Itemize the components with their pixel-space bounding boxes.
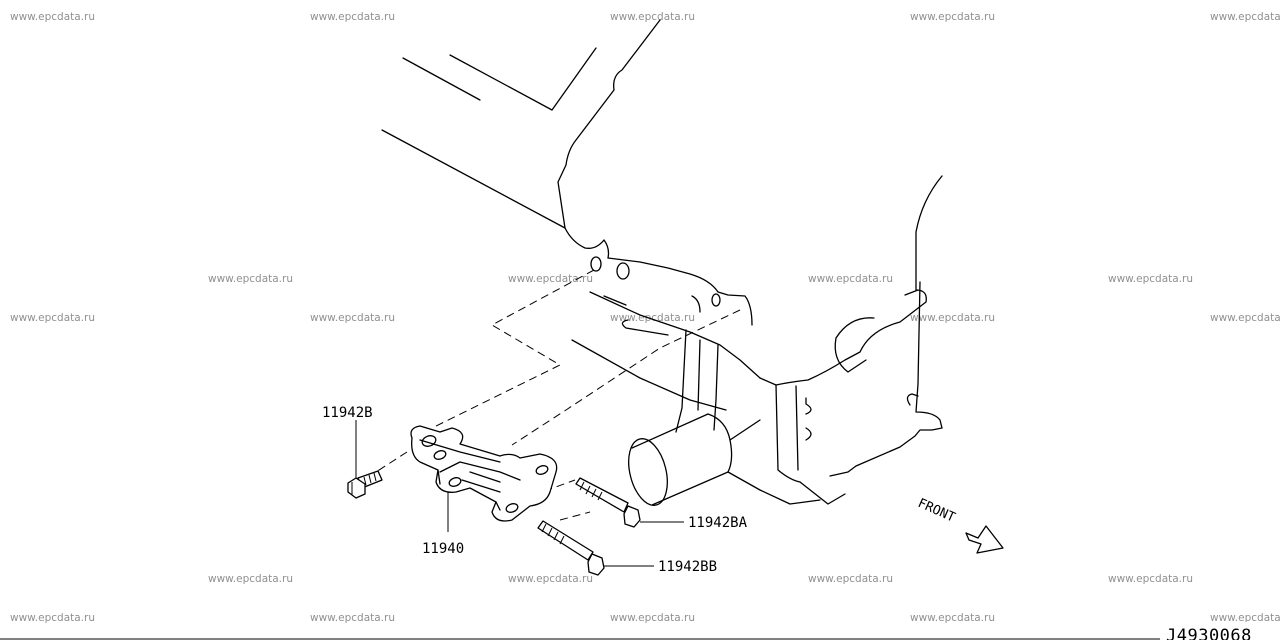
watermark: www.epcdata.ru — [1210, 312, 1280, 324]
starter-motor — [628, 413, 821, 506]
watermark: www.epcdata.ru — [808, 573, 893, 585]
watermark: www.epcdata.ru — [10, 312, 95, 324]
watermark: www.epcdata.ru — [910, 312, 995, 324]
bolt-11942ba — [575, 477, 641, 528]
alignment-lines — [375, 269, 741, 521]
front-indicator: FRONT — [915, 496, 1004, 554]
bolt-11942bb — [537, 520, 605, 576]
front-arrow-icon — [965, 525, 1004, 554]
part-label-11942bb: 11942BB — [658, 559, 717, 575]
watermark: www.epcdata.ru — [1210, 612, 1280, 624]
watermark: www.epcdata.ru — [310, 612, 395, 624]
watermark: www.epcdata.ru — [610, 312, 695, 324]
part-label-11942b: 11942B — [322, 405, 373, 421]
part-label-11940: 11940 — [422, 541, 464, 557]
watermark: www.epcdata.ru — [310, 11, 395, 23]
watermarks: www.epcdata.ru www.epcdata.ru www.epcdat… — [10, 11, 1280, 624]
watermark: www.epcdata.ru — [610, 612, 695, 624]
code-background — [1160, 622, 1280, 640]
front-label: FRONT — [915, 496, 957, 526]
watermark: www.epcdata.ru — [1108, 573, 1193, 585]
watermark: www.epcdata.ru — [910, 612, 995, 624]
watermark: www.epcdata.ru — [610, 11, 695, 23]
part-label-11942ba: 11942BA — [688, 515, 748, 531]
engine-block — [381, 19, 943, 505]
watermark: www.epcdata.ru — [310, 312, 395, 324]
watermark: www.epcdata.ru — [808, 273, 893, 285]
watermark: www.epcdata.ru — [1210, 11, 1280, 23]
watermark: www.epcdata.ru — [10, 11, 95, 23]
watermark: www.epcdata.ru — [508, 273, 593, 285]
leader-lines — [355, 420, 684, 567]
watermark: www.epcdata.ru — [910, 11, 995, 23]
bolt-11942b — [347, 470, 383, 499]
diagram-code: J4930068 — [1166, 626, 1252, 640]
bracket-11940 — [410, 425, 558, 522]
watermark: www.epcdata.ru — [508, 573, 593, 585]
watermark: www.epcdata.ru — [208, 573, 293, 585]
watermark: www.epcdata.ru — [10, 612, 95, 624]
watermark: www.epcdata.ru — [1108, 273, 1193, 285]
watermark: www.epcdata.ru — [208, 273, 293, 285]
